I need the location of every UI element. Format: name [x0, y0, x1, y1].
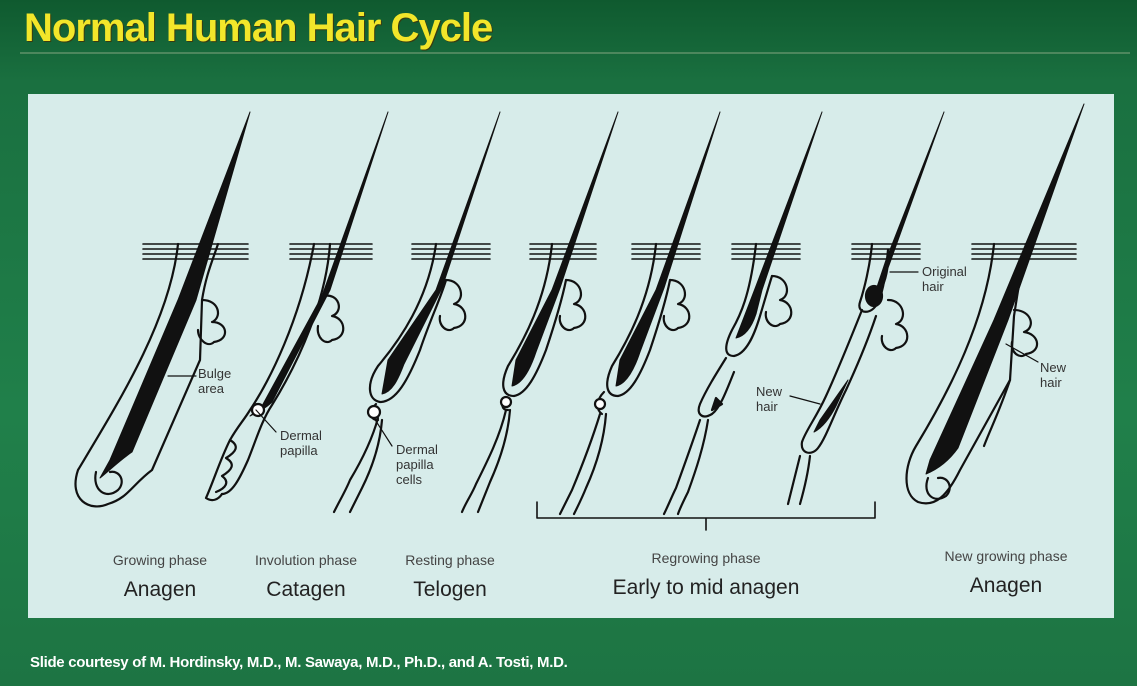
follicle-regrowing-4 — [788, 112, 944, 504]
annotation-new-hair-left: New hair — [756, 384, 782, 414]
phase-name: Telogen — [370, 578, 530, 602]
phase-description: Growing phase — [80, 552, 240, 568]
phase-telogen: Resting phase Telogen — [370, 552, 530, 602]
phase-catagen: Involution phase Catagen — [226, 552, 386, 602]
annotation-new-hair-right: New hair — [1040, 360, 1066, 390]
annotation-dermal-papilla-cells: Dermal papilla cells — [396, 442, 438, 487]
phase-regrowing: Regrowing phase Early to mid anagen — [566, 550, 846, 600]
annotation-leaders — [168, 272, 1038, 446]
regrowing-bracket — [537, 502, 875, 530]
phase-description: Involution phase — [226, 552, 386, 568]
phase-name: Early to mid anagen — [566, 576, 846, 600]
phase-name: Anagen — [906, 574, 1106, 598]
phase-name: Catagen — [226, 578, 386, 602]
follicle-regrowing-1 — [462, 112, 618, 512]
phase-description: New growing phase — [906, 548, 1106, 564]
phase-anagen: Growing phase Anagen — [80, 552, 240, 602]
follicle-new-anagen — [907, 104, 1085, 503]
annotation-original-hair: Original hair — [922, 264, 967, 294]
follicle-anagen — [75, 112, 250, 506]
annotation-dermal-papilla: Dermal papilla — [280, 428, 322, 458]
annotation-bulge-area: Bulge area — [198, 366, 231, 396]
skin-surface-lines — [143, 244, 1076, 259]
phase-name: Anagen — [80, 578, 240, 602]
slide-credit: Slide courtesy of M. Hordinsky, M.D., M.… — [30, 654, 567, 671]
phase-description: Resting phase — [370, 552, 530, 568]
phase-description: Regrowing phase — [566, 550, 846, 566]
phase-new-anagen: New growing phase Anagen — [906, 548, 1106, 598]
